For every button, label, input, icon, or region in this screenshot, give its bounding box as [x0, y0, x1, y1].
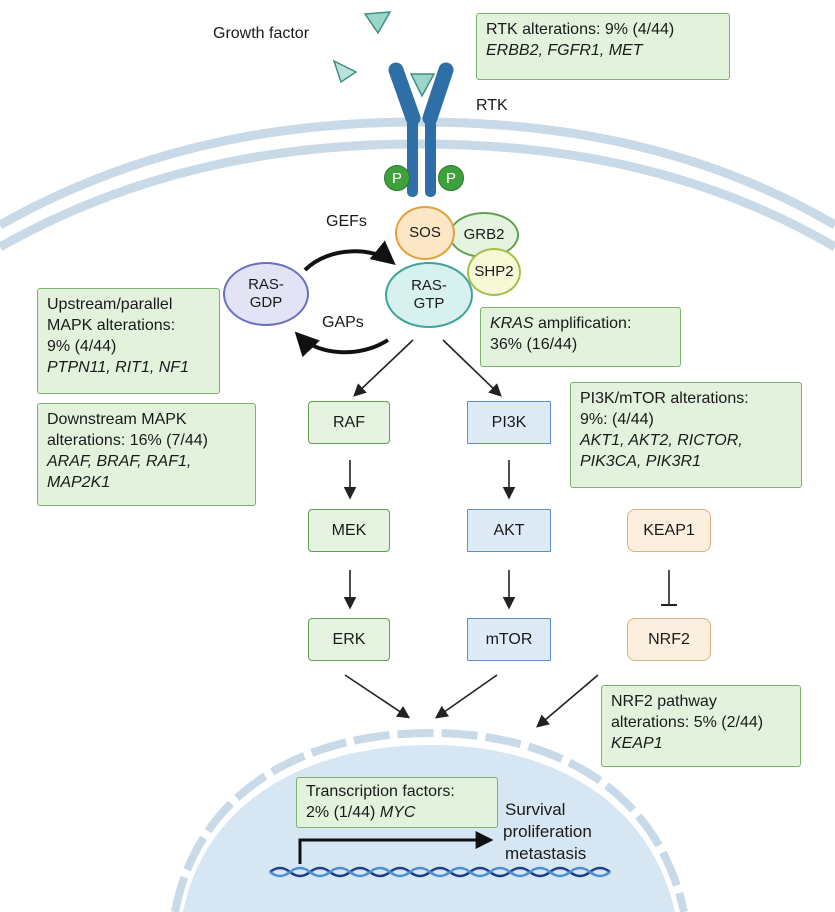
- sos-node: SOS: [395, 206, 455, 260]
- gap-arrow: [294, 331, 390, 358]
- phospho-badge-left: P: [384, 165, 410, 191]
- growth-factor-label: Growth factor: [213, 25, 310, 42]
- gefs-label: GEFs: [326, 213, 367, 230]
- upstream-mapk-box: Upstream/parallel MAPK alterations: 9% (…: [37, 288, 220, 394]
- pi3k-mtor-box: PI3K/mTOR alterations: 9%: (4/44) AKT1, …: [570, 382, 802, 488]
- dna-helix-icon: [269, 866, 611, 878]
- outcome-proliferation: proliferation: [503, 822, 592, 841]
- growth-factor-triangle-bound: [409, 73, 436, 98]
- nucleus: [183, 745, 675, 912]
- transcription-arrow: [298, 831, 494, 864]
- outcome-survival: Survival: [505, 800, 566, 819]
- pi3k-node: PI3K: [467, 401, 551, 444]
- mtor-to-nucleus-arrow: [434, 674, 498, 719]
- growth-factor-triangle-2: [332, 59, 358, 84]
- erk-node: ERK: [308, 618, 390, 661]
- akt-node: AKT: [467, 509, 551, 552]
- nrf2-to-nucleus-arrow: [536, 674, 599, 728]
- ras-gdp-node: RAS-GDP: [223, 262, 309, 326]
- growth-factor-triangle-1: [363, 11, 392, 35]
- ras-gtp-node: RAS-GTP: [385, 262, 473, 328]
- rtk-label: RTK: [476, 97, 508, 114]
- kras-amplification-box: KRAS amplification: 36% (16/44): [480, 307, 681, 367]
- gaps-label: GAPs: [322, 314, 364, 331]
- transcription-factors-box: Transcription factors: 2% (1/44) MYC: [296, 777, 498, 828]
- gef-arrow: [303, 240, 396, 272]
- nrf2-node: NRF2: [627, 618, 711, 661]
- nuclear-envelope: [171, 728, 688, 912]
- raf-node: RAF: [308, 401, 390, 444]
- mtor-node: mTOR: [467, 618, 551, 661]
- keap1-inhibits-nrf2: [661, 570, 677, 606]
- outcome-metastasis: metastasis: [505, 844, 587, 863]
- mek-node: MEK: [308, 509, 390, 552]
- ras-to-pi3k-arrow: [442, 339, 502, 397]
- ras-to-raf-arrow: [353, 339, 414, 397]
- downstream-mapk-box: Downstream MAPK alterations: 16% (7/44) …: [37, 403, 256, 506]
- nrf2-pathway-box: NRF2 pathway alterations: 5% (2/44) KEAP…: [601, 685, 801, 767]
- erk-to-nucleus-arrow: [344, 674, 411, 719]
- keap1-node: KEAP1: [627, 509, 711, 552]
- shp2-node: SHP2: [467, 248, 521, 296]
- rtk-alterations-box: RTK alterations: 9% (4/44) ERBB2, FGFR1,…: [476, 13, 730, 80]
- phospho-badge-right: P: [438, 165, 464, 191]
